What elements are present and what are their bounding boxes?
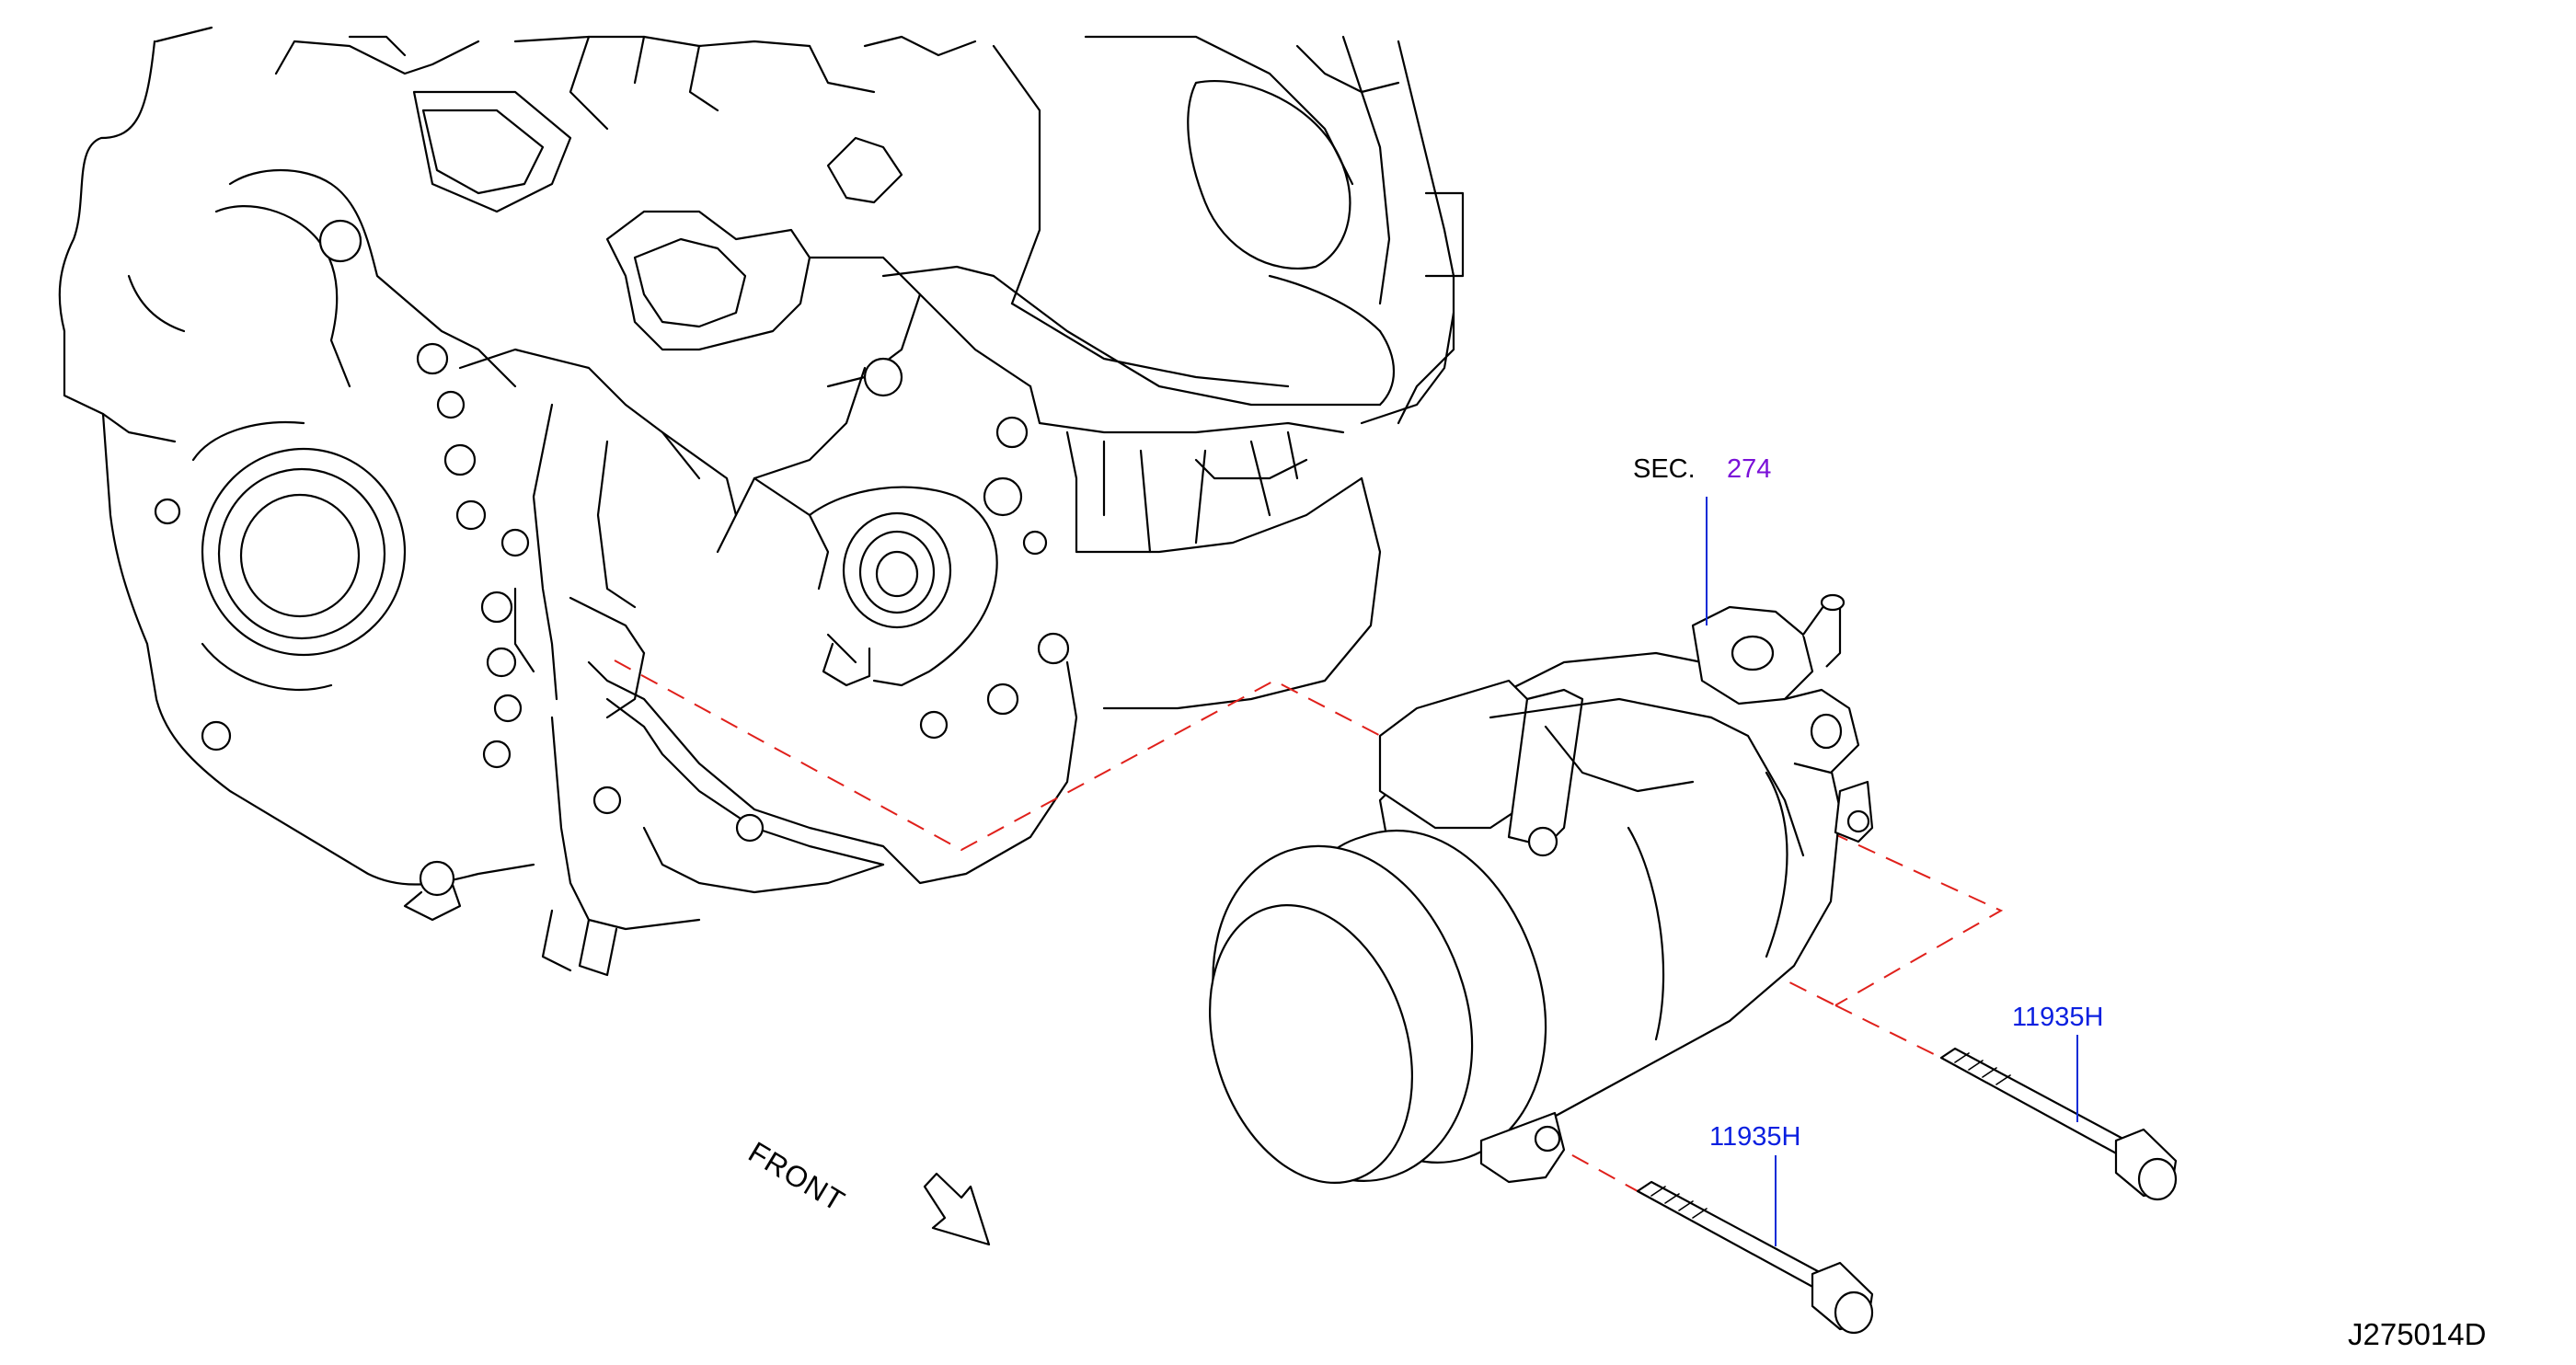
part-number-upper[interactable]: 11935H <box>2012 1003 2104 1032</box>
ac-compressor <box>1209 593 1874 1184</box>
sec-prefix-label: SEC. <box>1633 454 1696 484</box>
diagram-id: J275014D <box>2348 1317 2487 1351</box>
bolt-upper <box>1939 1047 2178 1201</box>
engine-block <box>58 26 1465 977</box>
bolt-lower <box>1636 1180 1874 1335</box>
part-number-lower[interactable]: 11935H <box>1709 1122 1801 1152</box>
front-arrow-icon <box>923 1172 991 1246</box>
sec-number-link[interactable]: 274 <box>1727 454 1772 484</box>
